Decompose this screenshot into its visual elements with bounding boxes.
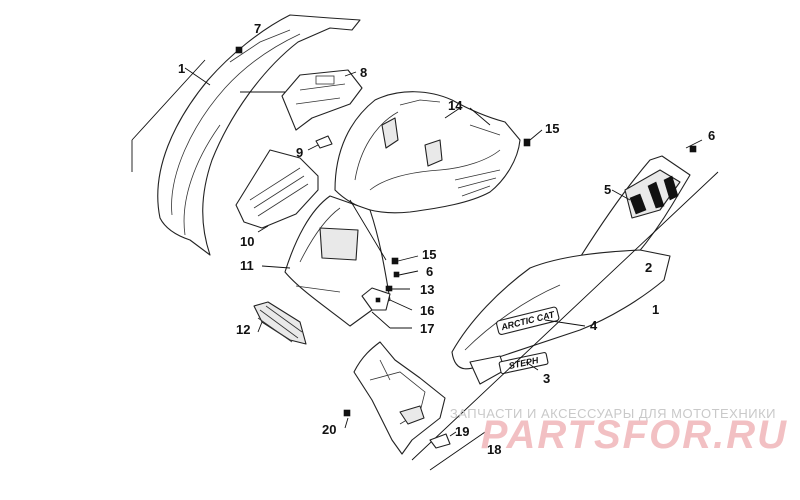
part-hood [334,91,521,214]
callout-11: 11 [240,258,254,273]
callout-7: 7 [254,21,261,36]
callout-1b: 1 [652,302,659,317]
callout-labels: 1 7 8 14 15 6 9 5 10 11 15 6 2 13 16 1 1… [178,21,715,457]
part-screw-top [523,138,531,147]
part-lower-bumper [343,341,451,455]
part-side-insert [235,149,319,229]
callout-15b: 15 [422,247,436,262]
callout-18: 18 [487,442,501,457]
callout-14: 14 [448,98,463,113]
part-inner-panel [281,69,363,131]
callout-9: 9 [296,145,303,160]
callout-3: 3 [543,371,550,386]
callout-4: 4 [590,318,598,333]
watermark: ЗАПЧАСТИ И АКСЕССУАРЫ ДЛЯ МОТОТЕХНИКИ PA… [450,406,788,457]
part-right-main-panel: ARCTIC CAT STEPH [451,249,671,385]
callout-1: 1 [178,61,185,76]
watermark-tagline: ЗАПЧАСТИ И АКСЕССУАРЫ ДЛЯ МОТОТЕХНИКИ [450,406,776,421]
part-bracket [361,287,391,311]
watermark-site: PARTSFOR.RU [481,413,788,457]
callout-16: 16 [420,303,434,318]
callout-2: 2 [645,260,652,275]
callout-10: 10 [240,234,254,249]
callout-19: 19 [455,424,469,439]
callout-13: 13 [420,282,434,297]
callout-6: 6 [708,128,715,143]
callout-15: 15 [545,121,559,136]
callout-12: 12 [236,322,250,337]
part-nose-body [284,195,391,327]
callout-5: 5 [604,182,611,197]
callout-20: 20 [322,422,336,437]
callout-8: 8 [360,65,367,80]
part-left-windshield [157,14,361,256]
part-hardware-center [385,257,400,292]
part-clip [315,135,333,149]
callout-6b: 6 [426,264,433,279]
callout-17: 17 [420,321,434,336]
